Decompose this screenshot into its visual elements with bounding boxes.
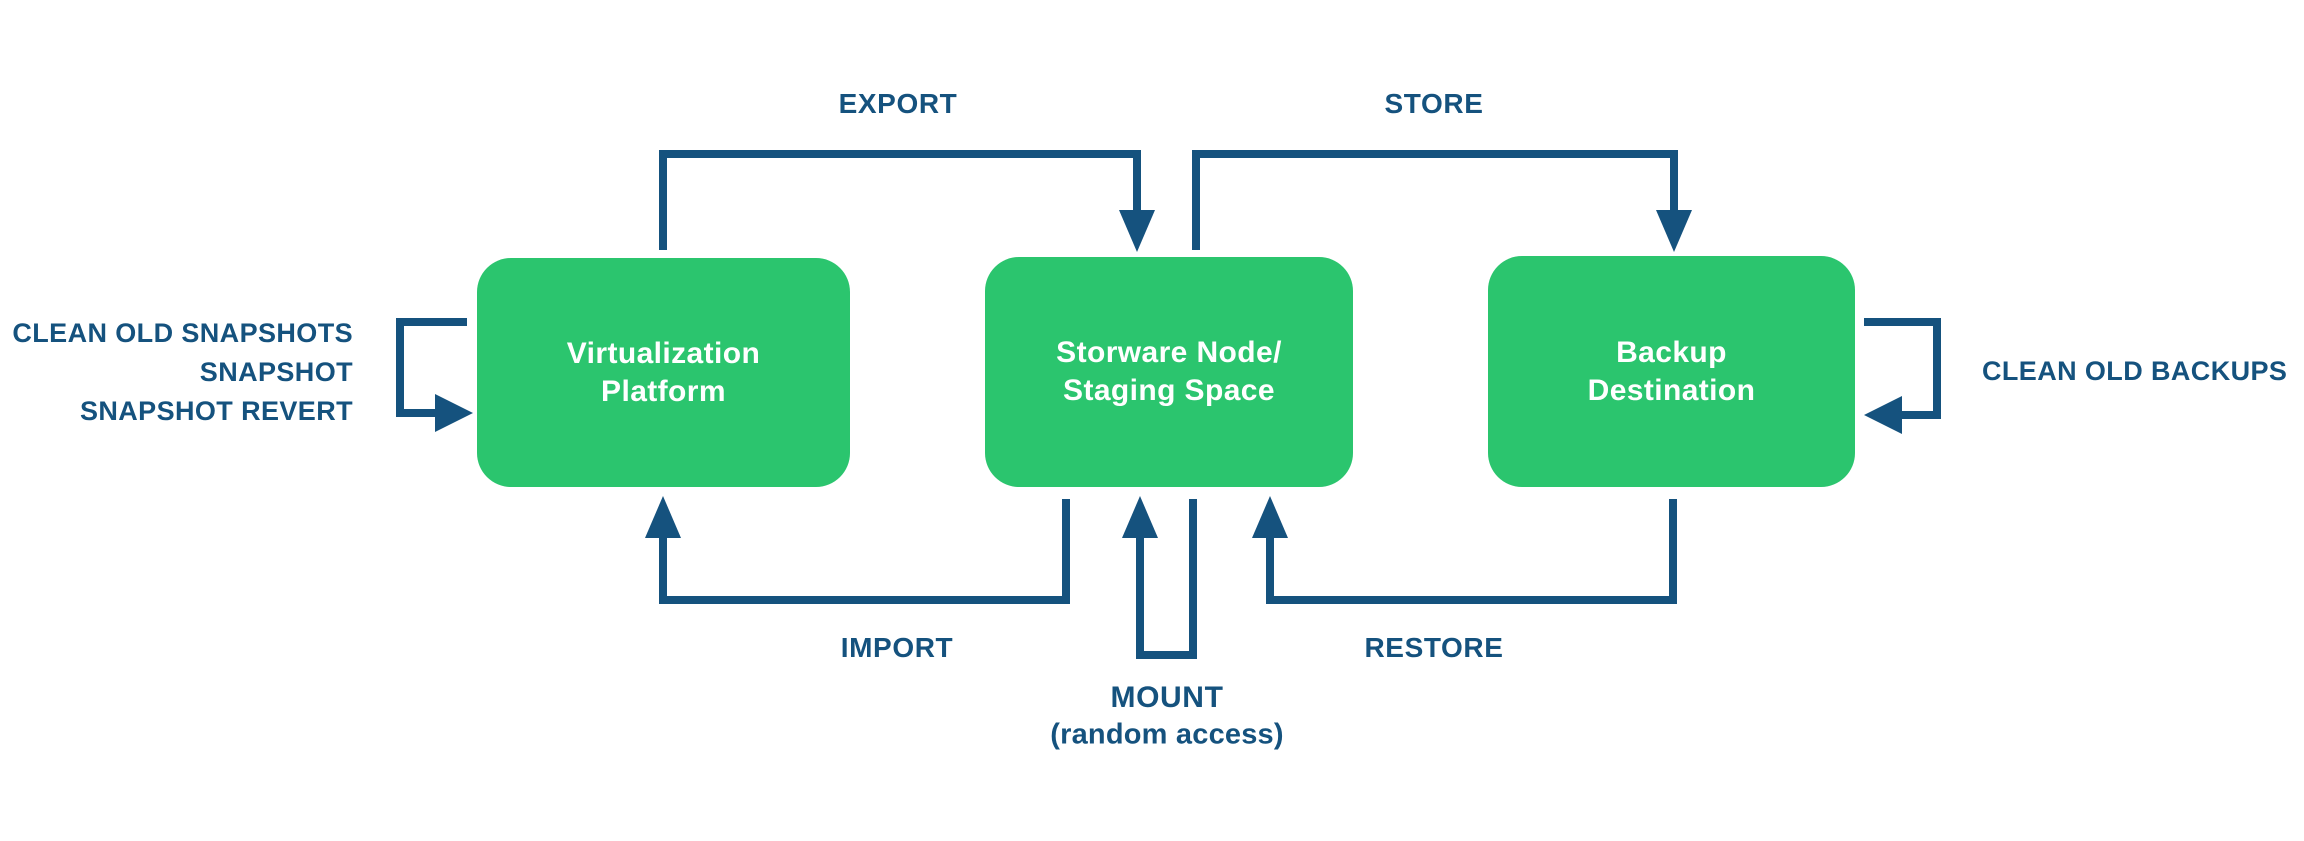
snapshot-loop-line xyxy=(396,318,467,417)
node-backup-destination: Backup Destination xyxy=(1488,256,1855,487)
node-label-line: Backup xyxy=(1616,335,1727,369)
restore-arrowhead xyxy=(1252,496,1288,538)
mount-sublabel: (random access) xyxy=(1050,718,1284,751)
node-label-line: Staging Space xyxy=(1063,374,1275,407)
node-virtualization-platform: Virtualization Platform xyxy=(477,258,850,487)
node-storware-node-staging-space: Storware Node/ Staging Space xyxy=(985,257,1353,487)
snapshot-operations-label: CLEAN OLD SNAPSHOTS SNAPSHOT SNAPSHOT RE… xyxy=(12,314,353,431)
snapshot-operations-line: CLEAN OLD SNAPSHOTS xyxy=(12,318,353,348)
node-storware-node-label: Storware Node/ Staging Space xyxy=(1056,334,1282,410)
snapshot-loop-arrowhead xyxy=(435,394,473,432)
node-label-line: Destination xyxy=(1587,373,1756,407)
clean-backups-loop-arrowhead xyxy=(1864,396,1902,434)
store-label: STORE xyxy=(1384,88,1484,119)
store-arrow-line xyxy=(1192,150,1678,250)
node-label-line: Storware Node/ xyxy=(1056,336,1282,369)
node-label-line: Virtualization xyxy=(566,336,761,370)
node-virtualization-platform-label: Virtualization Platform xyxy=(567,335,760,411)
export-arrowhead xyxy=(1119,210,1155,252)
import-arrowhead xyxy=(645,496,681,538)
export-label: EXPORT xyxy=(838,88,958,119)
restore-arrow-line xyxy=(1266,499,1677,604)
node-label-line: Platform xyxy=(601,374,726,408)
export-arrow-line xyxy=(659,150,1141,250)
store-arrowhead xyxy=(1656,210,1692,252)
restore-label: RESTORE xyxy=(1364,632,1504,663)
snapshot-operations-line: SNAPSHOT xyxy=(199,357,353,387)
mount-arrow-line xyxy=(1136,499,1197,659)
import-label: IMPORT xyxy=(840,632,954,663)
import-arrow-line xyxy=(659,499,1070,604)
clean-old-backups-label: CLEAN OLD BACKUPS xyxy=(1982,356,2288,386)
node-backup-destination-label: Backup Destination xyxy=(1588,334,1756,410)
snapshot-operations-line: SNAPSHOT REVERT xyxy=(79,396,353,426)
clean-backups-loop-line xyxy=(1864,318,1941,419)
mount-arrowhead xyxy=(1122,496,1158,538)
mount-label: MOUNT xyxy=(1110,681,1224,714)
